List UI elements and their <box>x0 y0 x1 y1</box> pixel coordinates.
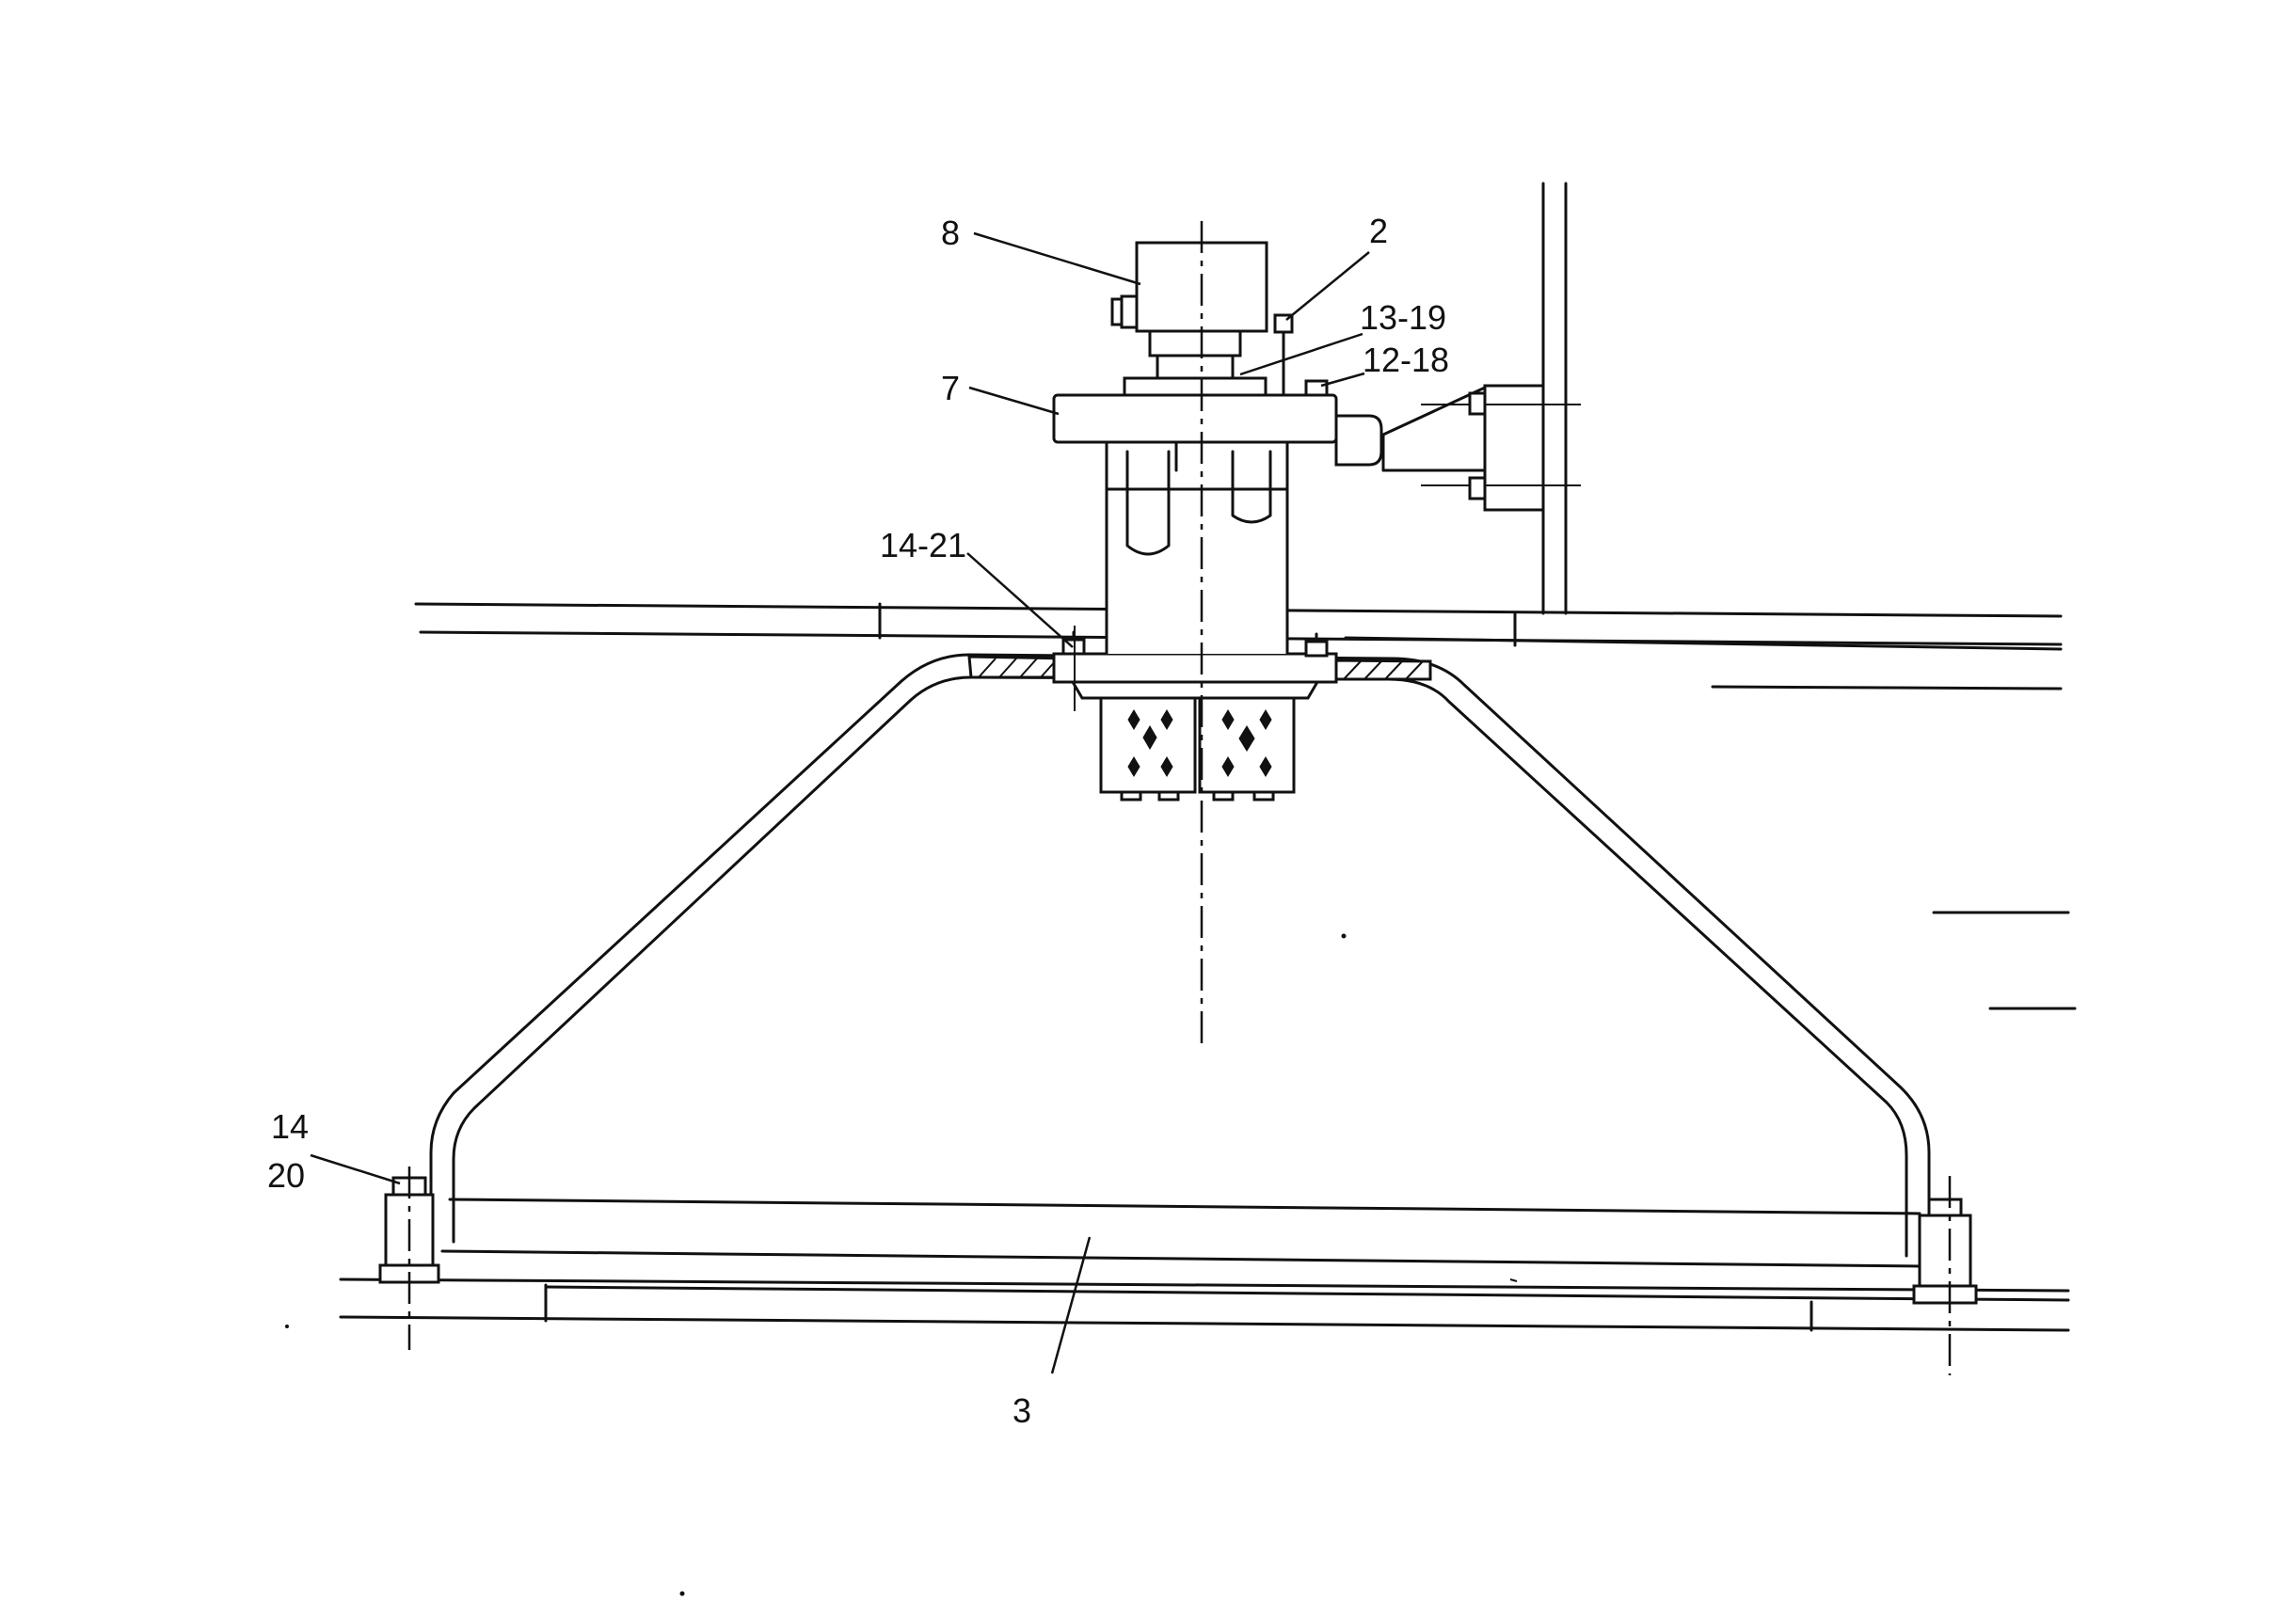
support-beam <box>440 1198 1921 1268</box>
callout-8: 8 <box>941 214 960 252</box>
callout-labels: 8 2 13-19 12-18 7 14-21 14 20 3 <box>267 212 1449 1430</box>
callout-12-18: 12-18 <box>1363 341 1449 379</box>
callout-14: 14 <box>271 1107 309 1146</box>
rotator-assembly <box>1052 241 1383 700</box>
callout-13-19: 13-19 <box>1360 298 1446 337</box>
terminal-blocks <box>1099 696 1296 802</box>
callout-14-21: 14-21 <box>880 526 966 564</box>
callout-3: 3 <box>1012 1391 1031 1430</box>
centre-lines <box>407 221 1952 1375</box>
callout-20: 20 <box>267 1156 305 1195</box>
callout-leaders <box>310 231 1370 1374</box>
background-structure <box>339 182 2077 1332</box>
callout-2: 2 <box>1369 212 1388 250</box>
scan-specks <box>285 933 1347 1596</box>
welded-plate <box>967 655 1432 681</box>
callout-7: 7 <box>941 369 960 407</box>
